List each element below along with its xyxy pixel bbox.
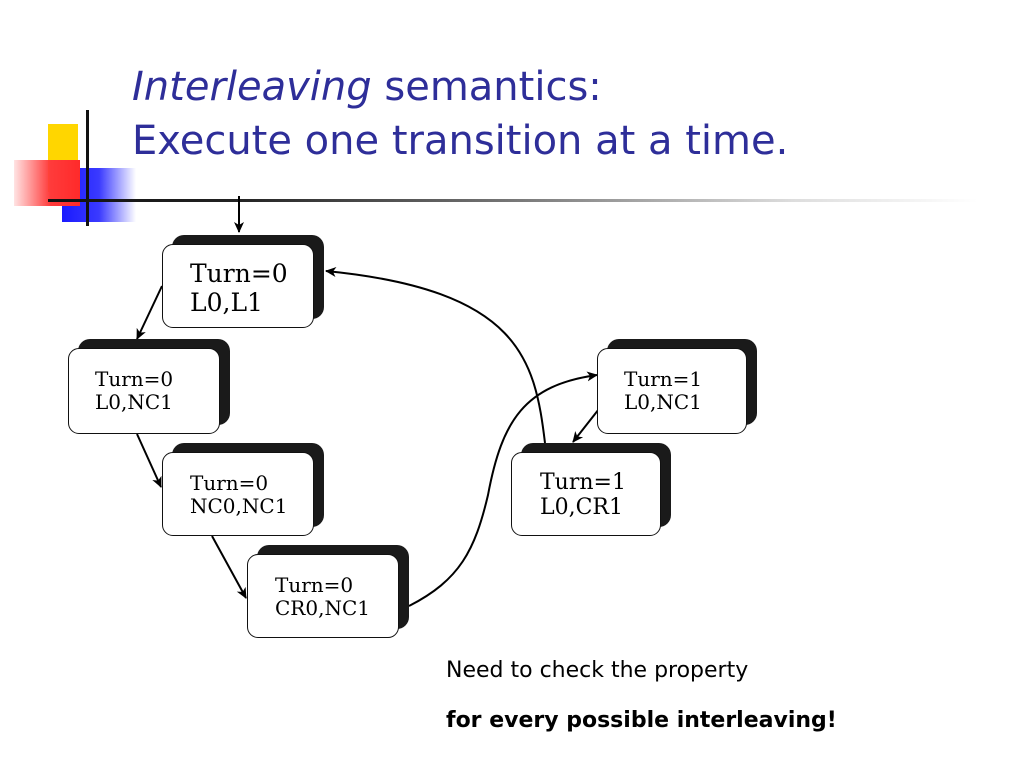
state-frame bbox=[162, 452, 314, 536]
arrow-s6-s1 bbox=[325, 267, 546, 444]
state-label: Turn=1 L0,CR1 bbox=[540, 470, 626, 521]
state-locations: NC0,NC1 bbox=[190, 494, 288, 518]
state-turn: Turn=1 bbox=[624, 367, 703, 391]
note-emphasis: for every possible interleaving! bbox=[446, 708, 837, 733]
state-turn: Turn=0 bbox=[275, 573, 354, 597]
state-box-turn0-cr0-nc1: Turn=0 CR0,NC1 bbox=[247, 545, 409, 638]
title-line-2: Execute one transition at a time. bbox=[132, 118, 789, 164]
state-locations: L0,NC1 bbox=[624, 390, 702, 414]
state-box-turn0-l0-nc1: Turn=0 L0,NC1 bbox=[68, 339, 230, 434]
state-locations: L0,L1 bbox=[190, 287, 263, 317]
state-frame bbox=[247, 554, 399, 638]
state-turn: Turn=0 bbox=[190, 259, 288, 288]
decor-vertical-line bbox=[86, 110, 89, 226]
state-box-turn1-l0-cr1: Turn=1 L0,CR1 bbox=[511, 443, 671, 536]
state-label: Turn=0 L0,L1 bbox=[190, 259, 288, 318]
slide-title: Interleaving semantics: Execute one tran… bbox=[132, 60, 788, 168]
state-frame bbox=[162, 244, 314, 328]
state-turn: Turn=0 bbox=[95, 367, 174, 391]
state-label: Turn=0 NC0,NC1 bbox=[190, 472, 287, 518]
note-text: Need to check the property bbox=[446, 658, 749, 683]
title-rest: semantics: bbox=[371, 64, 602, 110]
state-frame bbox=[597, 348, 747, 434]
state-box-turn0-nc0-nc1: Turn=0 NC0,NC1 bbox=[162, 443, 324, 536]
state-locations: L0,CR1 bbox=[540, 495, 623, 521]
arrow-s4-s5 bbox=[408, 371, 598, 607]
state-label: Turn=0 L0,NC1 bbox=[95, 368, 173, 414]
state-label: Turn=0 CR0,NC1 bbox=[275, 574, 370, 620]
arrow-s3-s4 bbox=[211, 535, 247, 599]
state-frame bbox=[68, 348, 220, 434]
arrow-s2-s3 bbox=[136, 433, 162, 488]
title-italic-word: Interleaving bbox=[132, 64, 372, 110]
decor-red-square bbox=[14, 160, 80, 206]
state-locations: CR0,NC1 bbox=[275, 596, 370, 620]
state-locations: L0,NC1 bbox=[95, 390, 173, 414]
state-frame bbox=[511, 452, 661, 536]
arrow-s1-s2 bbox=[136, 285, 163, 340]
state-turn: Turn=0 bbox=[190, 471, 269, 495]
state-box-turn1-l0-nc1: Turn=1 L0,NC1 bbox=[597, 339, 757, 434]
state-box-turn0-l0-l1: Turn=0 L0,L1 bbox=[162, 235, 324, 328]
title-underline bbox=[48, 199, 978, 202]
state-label: Turn=1 L0,NC1 bbox=[624, 368, 702, 414]
title-line-1: Interleaving semantics: bbox=[132, 60, 788, 114]
state-turn: Turn=1 bbox=[540, 470, 626, 495]
